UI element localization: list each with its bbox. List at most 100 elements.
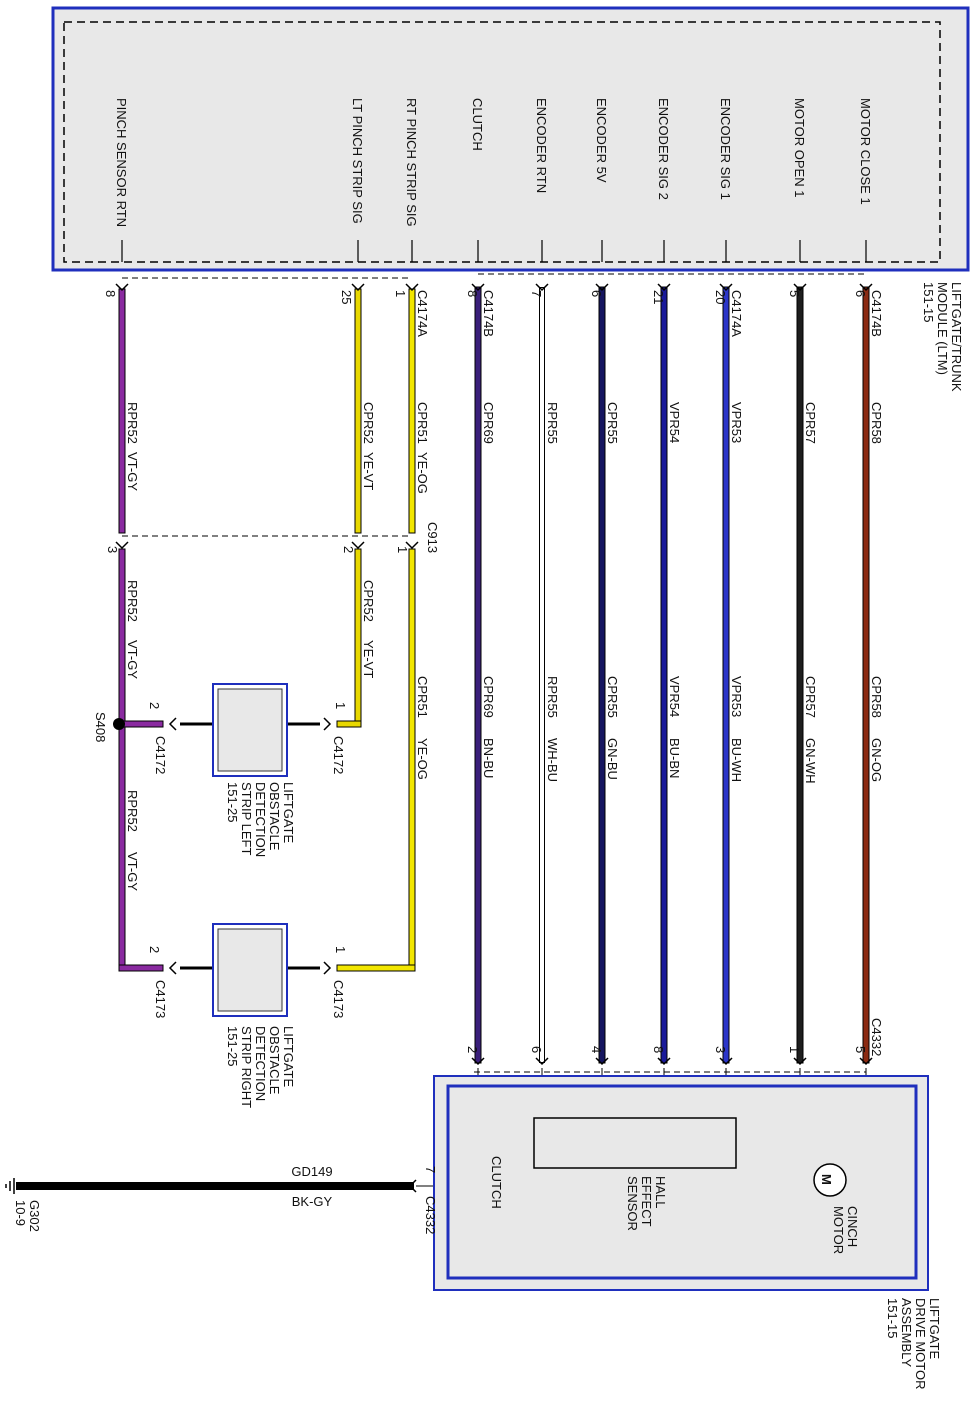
ltm-pin-label-motor_open: MOTOR OPEN 1: [792, 98, 807, 197]
clutch-label: CLUTCH: [489, 1156, 504, 1209]
arrow-bottom-enc_sig1: [719, 1057, 733, 1066]
cinch-motor-label: MOTOR: [831, 1206, 846, 1254]
pin-top-rt_pinch: 1: [393, 290, 408, 297]
cinch-motor-symbol: [813, 1163, 847, 1197]
pin-bottom-enc_5v: 4: [589, 1046, 604, 1053]
ground-circuit: GD149: [291, 1164, 332, 1179]
c913-pin-2: 3: [105, 546, 120, 553]
arrow-bottom-clutch: [471, 1057, 485, 1066]
arrow-bottom-motor_open: [793, 1057, 807, 1066]
strip-left-title-line: STRIP LEFT: [239, 782, 254, 856]
hall-sensor-label: SENSOR: [625, 1176, 640, 1231]
ltm-title-line: MODULE (LTM): [935, 282, 950, 375]
arrow-top-motor_open: [793, 283, 807, 292]
circuit-top-rt_pinch: CPR51: [415, 402, 430, 444]
circuit-enc_sig1: VPR53: [729, 676, 744, 717]
arrow-bottom-enc_sig2: [657, 1057, 671, 1066]
ground-connector: C4332: [423, 1196, 438, 1234]
strip-right-title-line: 151-25: [225, 1026, 240, 1066]
lower-rtn-upper-color: VT-GY: [125, 640, 140, 679]
ltm-pin-label-enc_5v: ENCODER 5V: [594, 98, 609, 183]
strip-right-connector-b: C4173: [153, 980, 168, 1018]
ground-point-label: G302: [27, 1200, 42, 1232]
connector-shells-top: [122, 273, 866, 279]
strip-left-connector-a: C4172: [331, 736, 346, 774]
color-code-top-pinch_rtn: VT-GY: [125, 452, 140, 491]
pin-top-enc_rtn: 7: [529, 290, 544, 297]
connector-top-motor_close: C4174B: [869, 290, 884, 337]
pin-top-enc_sig2: 21: [651, 290, 666, 304]
splice-label: S408: [93, 712, 108, 742]
circuit-top-motor_close: CPR58: [869, 402, 884, 444]
ltm-pin-label-enc_sig1: ENCODER SIG 1: [718, 98, 733, 200]
ltm-pin-label-rt_pinch: RT PINCH STRIP SIG: [404, 98, 419, 227]
lower-rt-circuit: CPR51: [415, 676, 430, 718]
lower-lt-circuit: CPR52: [361, 580, 376, 622]
ltm-pin-label-clutch: CLUTCH: [470, 98, 485, 151]
color-code-enc_rtn: WH-BU: [545, 738, 560, 782]
color-code-motor_close: GN-OG: [869, 738, 884, 782]
ltm-title-line: LIFTGATE/TRUNK: [949, 282, 964, 392]
arrow-bottom-enc_5v: [595, 1057, 609, 1066]
obstacle-strip-left: [212, 683, 288, 777]
arrow-c913-2: [115, 541, 129, 550]
strip-right-title-line: LIFTGATE: [281, 1026, 296, 1087]
pin-top-enc_5v: 6: [589, 290, 604, 297]
circuit-enc_5v: CPR55: [605, 676, 620, 718]
motor-assembly-title-line: LIFTGATE: [927, 1298, 942, 1359]
lower-lt-color: YE-VT: [361, 640, 376, 678]
arrow-top-pinch_rtn: [115, 283, 129, 292]
drive-motor-assembly: [433, 1071, 929, 1291]
arrow-c913-1: [351, 541, 365, 550]
lower-rtn-lower-circuit: RPR52: [125, 790, 140, 832]
strip-left-title-line: 151-25: [225, 782, 240, 822]
connector-top-enc_sig1: C4174A: [729, 290, 744, 337]
ltm-pin-label-enc_sig2: ENCODER SIG 2: [656, 98, 671, 200]
c913-label: C913: [425, 522, 440, 553]
lower-rt-color: YE-OG: [415, 738, 430, 780]
arrow-top-rt_pinch: [405, 283, 419, 292]
circuit-top-lt_pinch: CPR52: [361, 402, 376, 444]
ground-point-label: 10-9: [13, 1200, 28, 1226]
connector-bottom-motor_close: C4332: [869, 1018, 884, 1056]
pin-bottom-clutch: 2: [465, 1046, 480, 1053]
circuit-top-enc_5v: CPR55: [605, 402, 620, 444]
strip-right-pin-a: 1: [333, 946, 348, 953]
strip-left-title-line: LIFTGATE: [281, 782, 296, 843]
circuit-enc_sig2: VPR54: [667, 676, 682, 717]
color-code-clutch: BN-BU: [481, 738, 496, 778]
ground-pin: 7: [423, 1166, 438, 1173]
pin-bottom-enc_sig2: 8: [651, 1046, 666, 1053]
motor-assembly-title-line: 151-15: [885, 1298, 900, 1338]
diagram-labels: C913123CPR51YE-OGCPR52YE-VTS408RPR52VT-G…: [13, 522, 942, 1390]
arrow-top-motor_close: [859, 283, 873, 292]
arrow-top-enc_5v: [595, 283, 609, 292]
strip-left-pin-a: 1: [333, 702, 348, 709]
strip-left-connector-b: C4172: [153, 736, 168, 774]
pin-bottom-enc_sig1: 3: [713, 1046, 728, 1053]
splice-s408: [113, 718, 125, 730]
ltm-module: [51, 6, 970, 272]
strip-right-pin-b: 2: [147, 946, 162, 953]
cinch-motor-label: CINCH: [845, 1206, 860, 1247]
ltm-title-line: 151-15: [921, 282, 936, 322]
strip-right-title-line: STRIP RIGHT: [239, 1026, 254, 1108]
motor-assembly-title-line: ASSEMBLY: [899, 1298, 914, 1367]
pin-top-pinch_rtn: 8: [103, 290, 118, 297]
circuit-top-enc_sig1: VPR53: [729, 402, 744, 443]
ltm-pin-label-enc_rtn: ENCODER RTN: [534, 98, 549, 193]
lower-rtn-upper-circuit: RPR52: [125, 580, 140, 622]
color-code-enc_sig1: BU-WH: [729, 738, 744, 782]
arrow-bottom-motor_close: [859, 1057, 873, 1066]
ltm-pin-label-motor_close: MOTOR CLOSE 1: [858, 98, 873, 205]
circuit-motor_open: CPR57: [803, 676, 818, 718]
ground-color-code: BK-GY: [292, 1194, 333, 1209]
motor-symbol: M: [819, 1174, 834, 1185]
strip-left-title-line: OBSTACLE: [267, 782, 282, 851]
arrow-c913-0: [405, 541, 419, 550]
circuit-top-enc_rtn: RPR55: [545, 402, 560, 444]
circuit-enc_rtn: RPR55: [545, 676, 560, 718]
obstacle-strip-right: [212, 923, 288, 1017]
